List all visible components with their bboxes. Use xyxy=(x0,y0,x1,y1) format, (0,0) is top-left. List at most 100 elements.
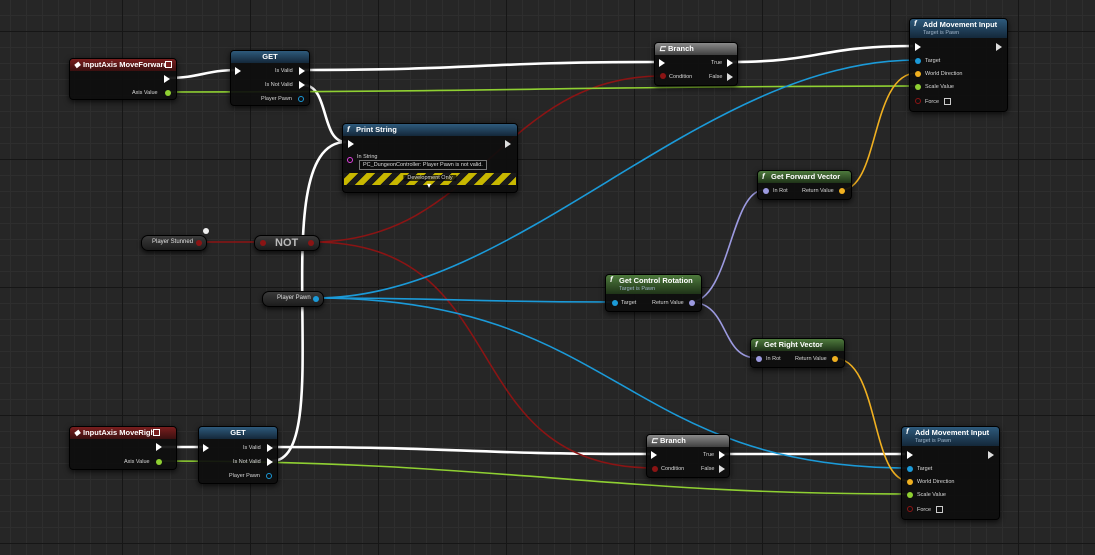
branch-node-bottom[interactable]: ⊏Branch True Condition False xyxy=(646,434,730,478)
in-rot-label: In Rot xyxy=(766,356,781,362)
node-title: Get Forward Vector xyxy=(771,172,841,181)
is-not-valid-exec-pin[interactable] xyxy=(299,81,305,89)
in-string-pin[interactable] xyxy=(347,157,353,163)
world-direction-label: World Direction xyxy=(917,479,955,485)
node-subtitle: Target is Pawn xyxy=(915,438,952,444)
object-output-pin[interactable] xyxy=(313,296,319,302)
axis-value-pin[interactable] xyxy=(156,459,162,465)
exec-out-pin[interactable] xyxy=(988,451,994,459)
node-header: ⊏Branch xyxy=(647,435,729,447)
in-rot-label: In Rot xyxy=(773,188,788,194)
in-string-value-field[interactable]: PC_DungeonController: Player Pawn is not… xyxy=(359,160,487,170)
in-rot-pin[interactable] xyxy=(763,188,769,194)
player-stunned-variable-node[interactable]: Player Stunned xyxy=(141,235,207,251)
player-pawn-variable-node[interactable]: Player Pawn xyxy=(262,291,324,307)
world-direction-pin[interactable] xyxy=(915,71,921,77)
world-direction-pin[interactable] xyxy=(907,479,913,485)
node-subtitle: Target is Pawn xyxy=(619,286,656,292)
return-value-pin[interactable] xyxy=(839,188,845,194)
force-checkbox[interactable] xyxy=(936,506,943,513)
exec-in-pin[interactable] xyxy=(203,444,209,452)
false-exec-pin[interactable] xyxy=(719,465,725,473)
development-only-label: Development Only xyxy=(403,175,457,181)
get-validated-node-bottom[interactable]: GET Is Valid Is Not Valid Player Pawn xyxy=(198,426,278,484)
get-validated-node-top[interactable]: GET Is Valid Is Not Valid Player Pawn xyxy=(230,50,310,106)
is-valid-exec-pin[interactable] xyxy=(267,444,273,452)
event-output-delegate-icon[interactable] xyxy=(153,429,160,436)
event-diamond-icon: ◆ xyxy=(74,428,81,437)
node-header: ◆InputAxis MoveRight xyxy=(70,427,176,439)
target-label: Target xyxy=(621,300,637,306)
node-header: f Get Forward Vector xyxy=(758,171,851,183)
condition-pin[interactable] xyxy=(660,73,666,79)
axis-value-pin[interactable] xyxy=(165,90,171,96)
exec-in-pin[interactable] xyxy=(651,451,657,459)
node-header: GET xyxy=(231,51,309,63)
node-title: Branch xyxy=(660,436,686,445)
node-title: Get Control Rotation xyxy=(619,276,693,285)
variable-label: Player Pawn xyxy=(277,295,311,301)
true-exec-pin[interactable] xyxy=(719,451,725,459)
is-valid-label: Is Valid xyxy=(275,68,293,74)
node-subtitle: Target is Pawn xyxy=(923,30,960,36)
node-title: Add Movement Input xyxy=(915,428,990,437)
false-label: False xyxy=(701,466,715,472)
target-pin[interactable] xyxy=(612,300,618,306)
scale-value-label: Scale Value xyxy=(917,492,946,498)
exec-in-pin[interactable] xyxy=(235,67,241,75)
exec-in-pin[interactable] xyxy=(907,451,913,459)
node-title: Add Movement Input xyxy=(923,20,998,29)
return-value-pin[interactable] xyxy=(832,356,838,362)
input-axis-move-forward-node[interactable]: ◆InputAxis MoveForward Axis Value xyxy=(69,58,177,100)
exec-in-pin[interactable] xyxy=(915,43,921,51)
return-value-label: Return Value xyxy=(795,356,827,362)
exec-out-pin[interactable] xyxy=(505,140,511,148)
axis-value-label: Axis Value xyxy=(132,90,158,96)
player-pawn-pin[interactable] xyxy=(266,473,272,479)
not-output-pin[interactable] xyxy=(308,240,314,246)
force-pin[interactable] xyxy=(915,98,921,104)
target-pin[interactable] xyxy=(915,58,921,64)
scale-value-pin[interactable] xyxy=(907,492,913,498)
exec-out-pin[interactable] xyxy=(996,43,1002,51)
condition-pin[interactable] xyxy=(652,466,658,472)
in-rot-pin[interactable] xyxy=(756,356,762,362)
false-exec-pin[interactable] xyxy=(727,73,733,81)
exec-out-pin[interactable] xyxy=(156,443,162,451)
world-direction-label: World Direction xyxy=(925,71,963,77)
expand-arrow-icon[interactable]: ▾ xyxy=(427,181,432,190)
condition-label: Condition xyxy=(669,74,693,80)
function-icon: f xyxy=(762,172,765,181)
input-axis-move-right-node[interactable]: ◆InputAxis MoveRight Axis Value xyxy=(69,426,177,470)
event-output-delegate-icon[interactable] xyxy=(165,61,172,68)
scale-value-pin[interactable] xyxy=(915,84,921,90)
exec-out-pin[interactable] xyxy=(164,75,170,83)
force-checkbox[interactable] xyxy=(944,98,951,105)
branch-icon: ⊏ xyxy=(651,436,658,445)
target-pin[interactable] xyxy=(907,466,913,472)
comment-bubble-icon[interactable] xyxy=(203,228,209,234)
branch-node-top[interactable]: ⊏Branch True Condition False xyxy=(654,42,738,86)
bool-output-pin[interactable] xyxy=(196,240,202,246)
is-valid-exec-pin[interactable] xyxy=(299,67,305,75)
variable-label: Player Stunned xyxy=(152,239,194,245)
return-value-pin[interactable] xyxy=(689,300,695,306)
function-icon: f xyxy=(610,275,613,284)
exec-in-pin[interactable] xyxy=(659,59,665,67)
player-pawn-pin[interactable] xyxy=(298,96,304,102)
true-exec-pin[interactable] xyxy=(727,59,733,67)
not-boolean-node[interactable]: NOT xyxy=(254,235,320,251)
is-not-valid-exec-pin[interactable] xyxy=(267,458,273,466)
force-pin[interactable] xyxy=(907,506,913,512)
exec-in-pin[interactable] xyxy=(348,140,354,148)
not-input-pin[interactable] xyxy=(260,240,266,246)
